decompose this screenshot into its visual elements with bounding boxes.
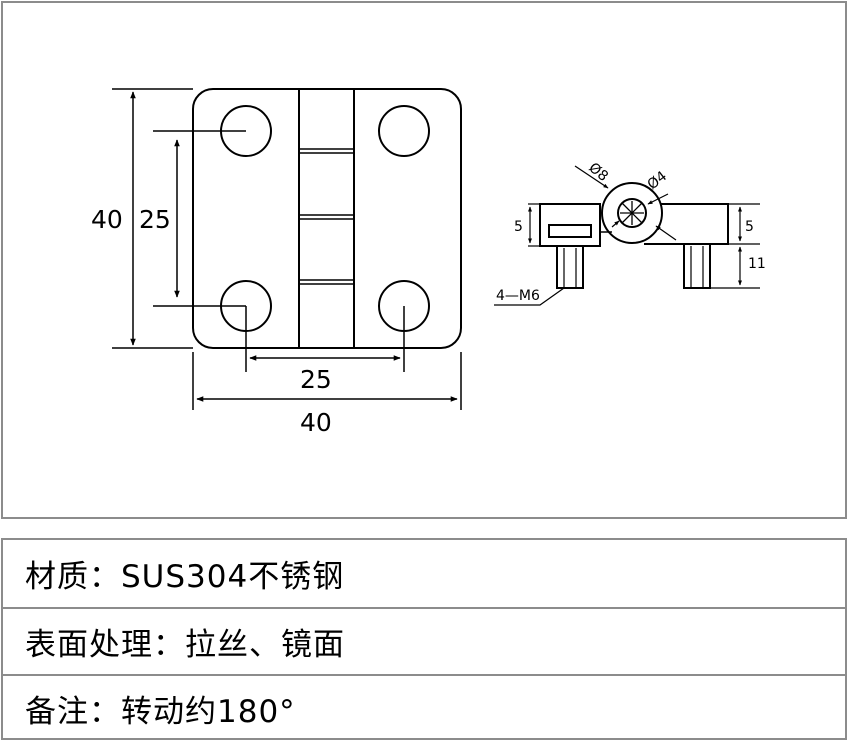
label-right-thickness: 5 [745,219,754,235]
side-right-stud [683,243,711,289]
spec-row-remark: 备注：转动约180° [3,674,845,741]
spec-row-surface: 表面处理：拉丝、镜面 [3,607,845,674]
spec-remark-text: 备注：转动约180° [25,694,296,730]
label-height-outer: 40 [91,205,123,234]
side-view [494,165,760,306]
front-view [112,88,462,410]
label-left-thickness: 5 [514,219,523,235]
mounting-hole-top-right [378,105,430,157]
label-width-outer: 40 [300,408,332,437]
side-left-stud [556,245,584,289]
knuckle-segments [299,148,354,285]
side-dimension-lines [494,165,760,306]
side-left-stud-head [548,224,592,238]
side-pin-hole [617,198,647,228]
hinge-technical-drawing: 40 25 25 40 [91,88,766,437]
label-thread-callout: 4—M6 [496,288,540,304]
label-width-pitch: 25 [300,365,332,394]
pin-hole-centerlines [620,201,644,225]
extension-lines [112,88,462,410]
drawing-frame: 40 25 25 40 [1,1,847,519]
spec-row-material: 材质：SUS304不锈钢 [3,540,845,607]
spec-table: 材质：SUS304不锈钢 表面处理：拉丝、镜面 备注：转动约180° [1,538,847,740]
label-pin-diameter: Ø8 [585,160,611,185]
label-stud-length: 11 [748,256,766,272]
label-height-pitch: 25 [139,205,171,234]
front-view-labels: 40 25 25 40 [91,205,332,437]
spec-surface-text: 表面处理：拉丝、镜面 [25,627,345,663]
spec-material-text: 材质：SUS304不锈钢 [25,559,345,595]
